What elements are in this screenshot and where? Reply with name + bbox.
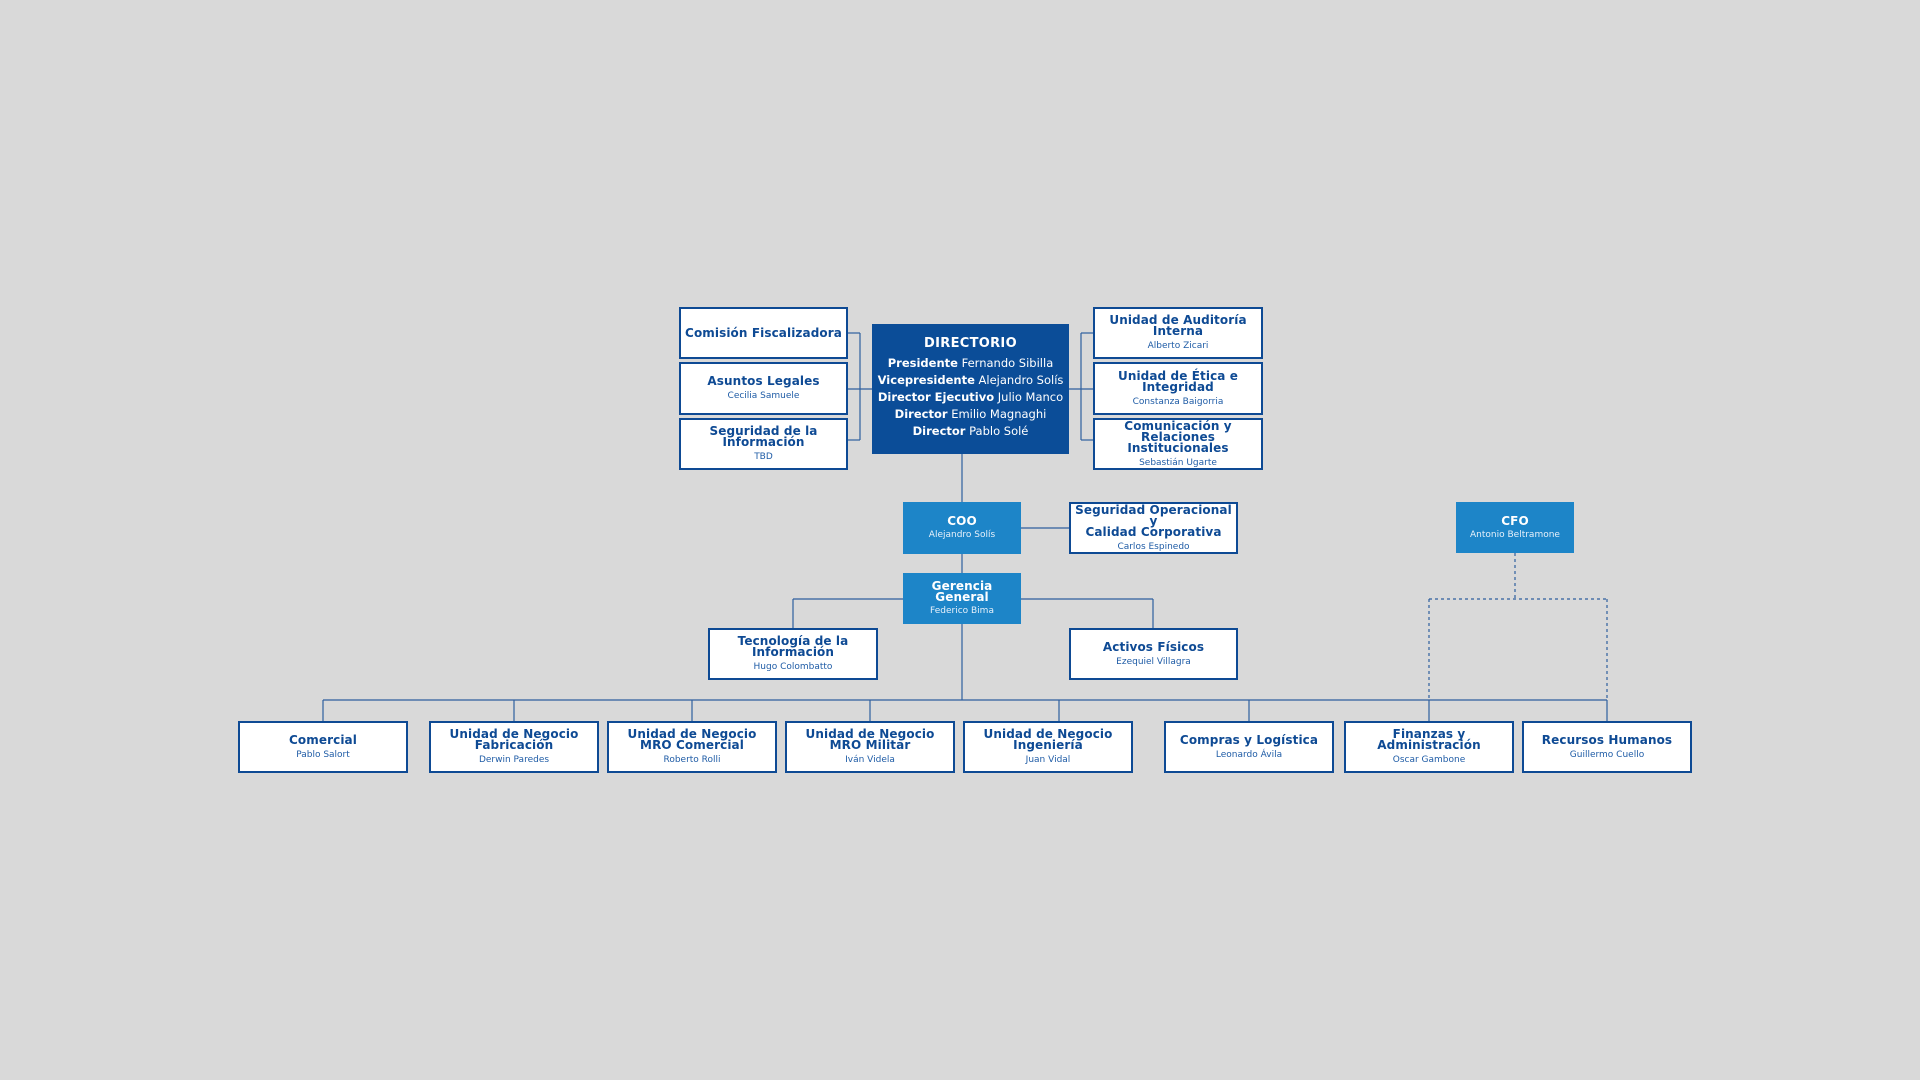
coo-title: COO: [947, 514, 977, 528]
unit-person: Guillermo Cuello: [1569, 749, 1645, 760]
gerencia-person: Federico Bima: [930, 606, 994, 616]
member-name: Pablo Solé: [969, 424, 1029, 438]
member-role: Director: [912, 424, 966, 438]
unit-person: Roberto Rolli: [663, 755, 721, 765]
directorio-box: DIRECTORIO Presidente Fernando Sibilla V…: [872, 324, 1069, 454]
coo-box: COO Alejandro Solís: [903, 502, 1021, 554]
unit-title: Finanzas y Administración: [1377, 727, 1481, 752]
unit-title: Unidad de Negocio Fabricación: [449, 727, 579, 752]
unit-title: Unidad de Auditoría Interna: [1109, 313, 1247, 338]
unit-person: Juan Vidal: [1025, 755, 1071, 765]
unit-activos-fisicos: Activos Físicos Ezequiel Villagra: [1069, 628, 1238, 680]
unit-title: Unidad de Negocio Ingeniería: [983, 727, 1113, 752]
member-role: Presidente: [887, 356, 958, 370]
unit-person: Hugo Colombatto: [753, 662, 833, 672]
member-role: Director: [894, 407, 948, 421]
unit-recursos-humanos: Recursos Humanos Guillermo Cuello: [1522, 721, 1692, 773]
member-name: Julio Manco: [997, 390, 1064, 404]
unit-compras-logistica: Compras y Logística Leonardo Ávila: [1164, 721, 1334, 773]
member-name: Fernando Sibilla: [961, 356, 1054, 370]
unit-seguridad-informacion: Seguridad de la Información TBD: [679, 418, 848, 470]
directorio-member: Vicepresidente Alejandro Solís: [878, 372, 1064, 389]
directorio-member: Director Ejecutivo Julio Manco: [878, 389, 1063, 406]
gerencia-title: Gerencia General: [931, 579, 993, 604]
unit-person: Derwin Paredes: [478, 755, 550, 765]
unit-title: Compras y Logística: [1179, 732, 1319, 747]
unit-asuntos-legales: Asuntos Legales Cecilia Samuele: [679, 362, 848, 415]
unit-person: TBD: [754, 452, 773, 462]
unit-mro-militar: Unidad de Negocio MRO Militar Iván Videl…: [785, 721, 955, 773]
member-role: Vicepresidente: [877, 373, 975, 387]
unit-title: Activos Físicos: [1102, 639, 1205, 654]
member-name: Alejandro Solís: [978, 373, 1064, 387]
unit-auditoria-interna: Unidad de Auditoría Interna Alberto Zica…: [1093, 307, 1263, 359]
unit-title: Unidad de Negocio MRO Militar: [805, 727, 935, 752]
unit-tecnologia: Tecnología de la Información Hugo Colomb…: [708, 628, 878, 680]
unit-person: Sebastián Ugarte: [1139, 457, 1217, 468]
unit-title: Unidad de Negocio MRO Comercial: [627, 727, 757, 752]
unit-person: Cecilia Samuele: [727, 391, 800, 401]
unit-title: Recursos Humanos: [1541, 732, 1673, 747]
unit-person: Oscar Gambone: [1392, 755, 1466, 765]
unit-mro-comercial: Unidad de Negocio MRO Comercial Roberto …: [607, 721, 777, 773]
unit-etica-integridad: Unidad de Ética e Integridad Constanza B…: [1093, 362, 1263, 415]
unit-title: Comisión Fiscalizadora: [685, 325, 842, 340]
cfo-title: CFO: [1501, 513, 1529, 528]
directorio-member: Director Pablo Solé: [913, 423, 1029, 440]
directorio-title: DIRECTORIO: [924, 336, 1017, 351]
unit-person: Pablo Salort: [296, 749, 350, 760]
member-role: Director Ejecutivo: [877, 390, 995, 404]
member-name: Emilio Magnaghi: [951, 407, 1047, 421]
unit-person: Constanza Baigorria: [1132, 396, 1224, 407]
unit-person: Alberto Zicari: [1147, 341, 1209, 351]
unit-title: Seguridad de la Información: [709, 424, 818, 449]
unit-person: Ezequiel Villagra: [1116, 656, 1191, 667]
unit-finanzas: Finanzas y Administración Oscar Gambone: [1344, 721, 1514, 773]
directorio-member: Director Emilio Magnaghi: [895, 406, 1047, 423]
unit-title: Comercial: [289, 732, 357, 747]
unit-seguridad-operacional: Seguridad Operacional y Calidad Corporat…: [1069, 502, 1238, 554]
coo-person: Alejandro Solís: [928, 530, 996, 540]
unit-title: Seguridad Operacional y Calidad Corporat…: [1075, 502, 1232, 539]
unit-title: Unidad de Ética e Integridad: [1117, 368, 1239, 394]
unit-person: Leonardo Ávila: [1215, 749, 1283, 760]
cfo-box: CFO Antonio Beltramone: [1456, 502, 1574, 553]
directorio-member: Presidente Fernando Sibilla: [888, 355, 1054, 372]
unit-comision-fiscalizadora: Comisión Fiscalizadora: [679, 307, 848, 359]
unit-person: Carlos Espinedo: [1117, 541, 1190, 552]
cfo-person: Antonio Beltramone: [1470, 529, 1560, 540]
unit-title: Tecnología de la Información: [737, 634, 849, 659]
unit-comunicacion: Comunicación y Relaciones Institucionale…: [1093, 418, 1263, 470]
unit-comercial: Comercial Pablo Salort: [238, 721, 408, 773]
unit-title: Asuntos Legales: [707, 374, 820, 388]
unit-fabricacion: Unidad de Negocio Fabricación Derwin Par…: [429, 721, 599, 773]
unit-person: Iván Videla: [845, 755, 895, 765]
unit-title: Comunicación y Relaciones Institucionale…: [1124, 418, 1232, 455]
unit-ingenieria: Unidad de Negocio Ingeniería Juan Vidal: [963, 721, 1133, 773]
gerencia-general-box: Gerencia General Federico Bima: [903, 573, 1021, 624]
